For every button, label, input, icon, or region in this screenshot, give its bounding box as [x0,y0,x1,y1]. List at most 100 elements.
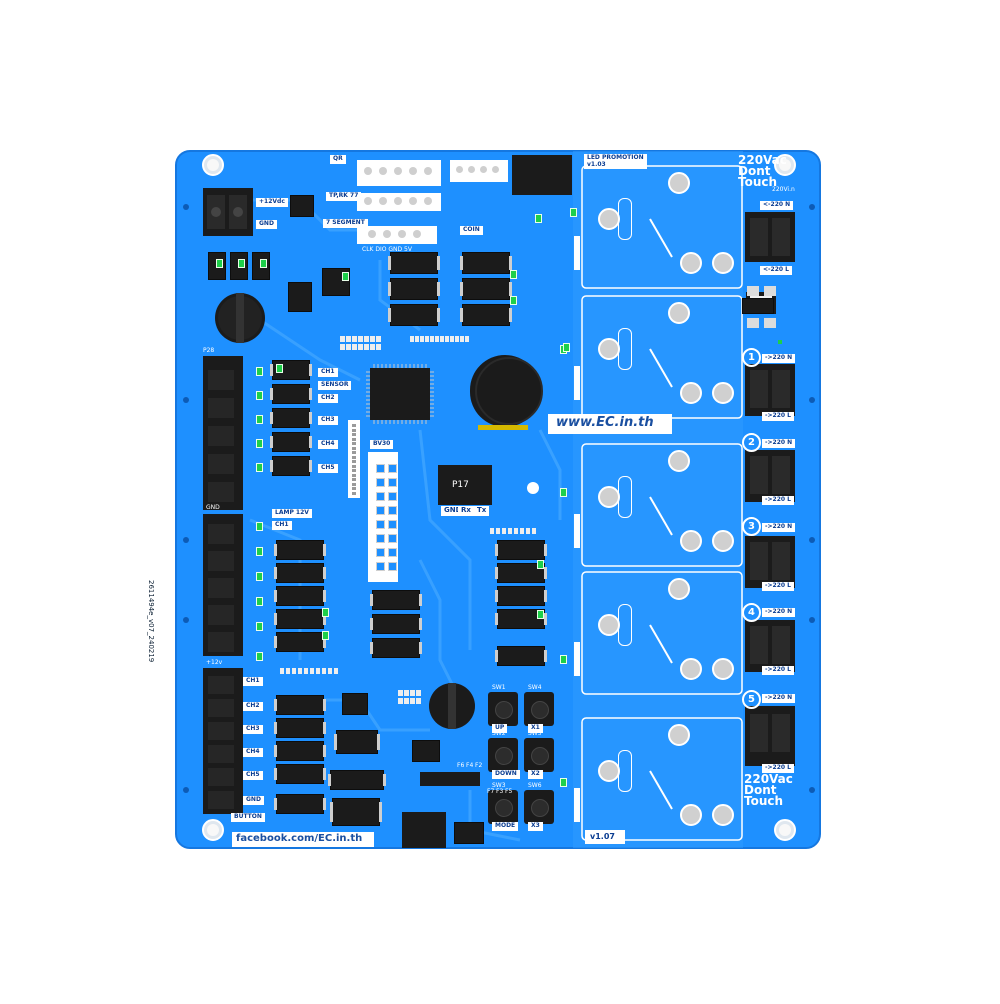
relay-pad [598,760,620,782]
status-led [537,560,544,569]
relay-pad [680,252,702,274]
chip-pin [323,636,326,648]
smd-chip [370,638,422,658]
tx-label: Tx [474,506,490,516]
switch-id: SW5 [528,730,542,737]
relay-pad [668,578,690,600]
switch-caption: DOWN [492,770,520,779]
tact-switch-button [531,799,549,817]
facebook-banner [232,832,374,847]
status-led [256,622,263,631]
relay-pad [598,208,620,230]
chip-pin [274,699,277,711]
smd-chip [370,614,422,634]
chip-pin [509,256,512,270]
relay-coil [618,476,632,518]
bv30-label: BV30 [370,440,394,449]
chip-pin [544,567,547,579]
header-pin [376,492,385,501]
header-pin [368,230,376,238]
terminal-screw [750,456,768,494]
smd-resistor [364,336,369,342]
tact-switch-button [495,701,513,719]
smd-resistor [322,668,326,674]
terminal-screw [208,524,234,544]
smd-chip [274,609,326,629]
chip-pin [495,567,498,579]
smd-chip [460,304,512,326]
usb-connector [402,812,446,848]
status-led [238,259,245,268]
lamp-label: LAMP 12V [272,509,312,518]
relay-n-label: ->220 N [762,608,796,617]
relay-l-label: ->220 L [762,496,794,505]
chip-pin [274,798,277,810]
terminal-screw [208,482,234,502]
header-pin [394,197,402,205]
chip-pin [460,308,463,322]
pin-header-small [348,420,360,498]
chip-pin [388,308,391,322]
relay-pad [668,450,690,472]
header-pin [352,491,356,495]
chip-pin [330,802,333,822]
relay-n-label: ->220 N [762,354,796,363]
fuse-label: F4 [466,762,474,769]
terminal-screw [772,456,790,494]
header-pins-label: CLK DIO GND 5V [362,246,412,253]
button-channel-tag: CH4 [243,748,263,757]
status-led [560,655,567,664]
chip-pin [370,594,373,606]
side-code: 2611494e_v07_240219 [147,580,155,663]
power-gnd-label: GND [256,220,277,229]
chip-pin [270,460,273,472]
tact-switch-button [495,747,513,765]
edge-dots [183,204,815,793]
tact-switch-button [495,799,513,817]
smd-resistor [358,344,363,350]
gnd-bottom-label: GND [243,796,264,805]
terminal-screw [772,714,790,752]
chip-pin [270,364,273,376]
fuse-label: F2 [475,762,483,769]
header-pin [352,437,356,441]
chip-pin [495,613,498,625]
header-pin [376,548,385,557]
smd-resistor [376,336,381,342]
terminal-screw [208,454,234,474]
sensor-channel-tag: CH2 [318,394,338,403]
chip-pin [370,618,373,630]
relay-pad [680,804,702,826]
header-pin [383,230,391,238]
chip-pin [274,567,277,579]
chip-pin [437,282,440,296]
site-banner [548,414,672,434]
header-pin [388,464,397,473]
smd-chip [495,540,547,560]
chip-pin [419,618,422,630]
relay-pad [598,486,620,508]
chip-pin [323,544,326,556]
chip-pin [334,734,337,750]
header-pin [388,534,397,543]
top-headers [357,155,572,244]
terminal-screw [208,722,234,740]
header-pin [352,473,356,477]
fuse-label: F6 [457,762,465,769]
terminal-screw [208,791,234,809]
smd-chip [388,252,440,274]
chip-pin [309,388,312,400]
header-pin [352,455,356,459]
relay-l-label: ->220 L [762,666,794,675]
relay-pad [668,724,690,746]
smd-resistor [292,668,296,674]
chip-pin [495,590,498,602]
header-pin [379,197,387,205]
header-pin [388,520,397,529]
terminal-screw [208,398,234,418]
smd-chip [495,609,547,629]
rx-label: Rx [458,506,474,516]
header-pin [424,197,432,205]
header-pin [352,442,356,445]
mains-warning-top: 220Vac Dont Touch [738,153,787,189]
